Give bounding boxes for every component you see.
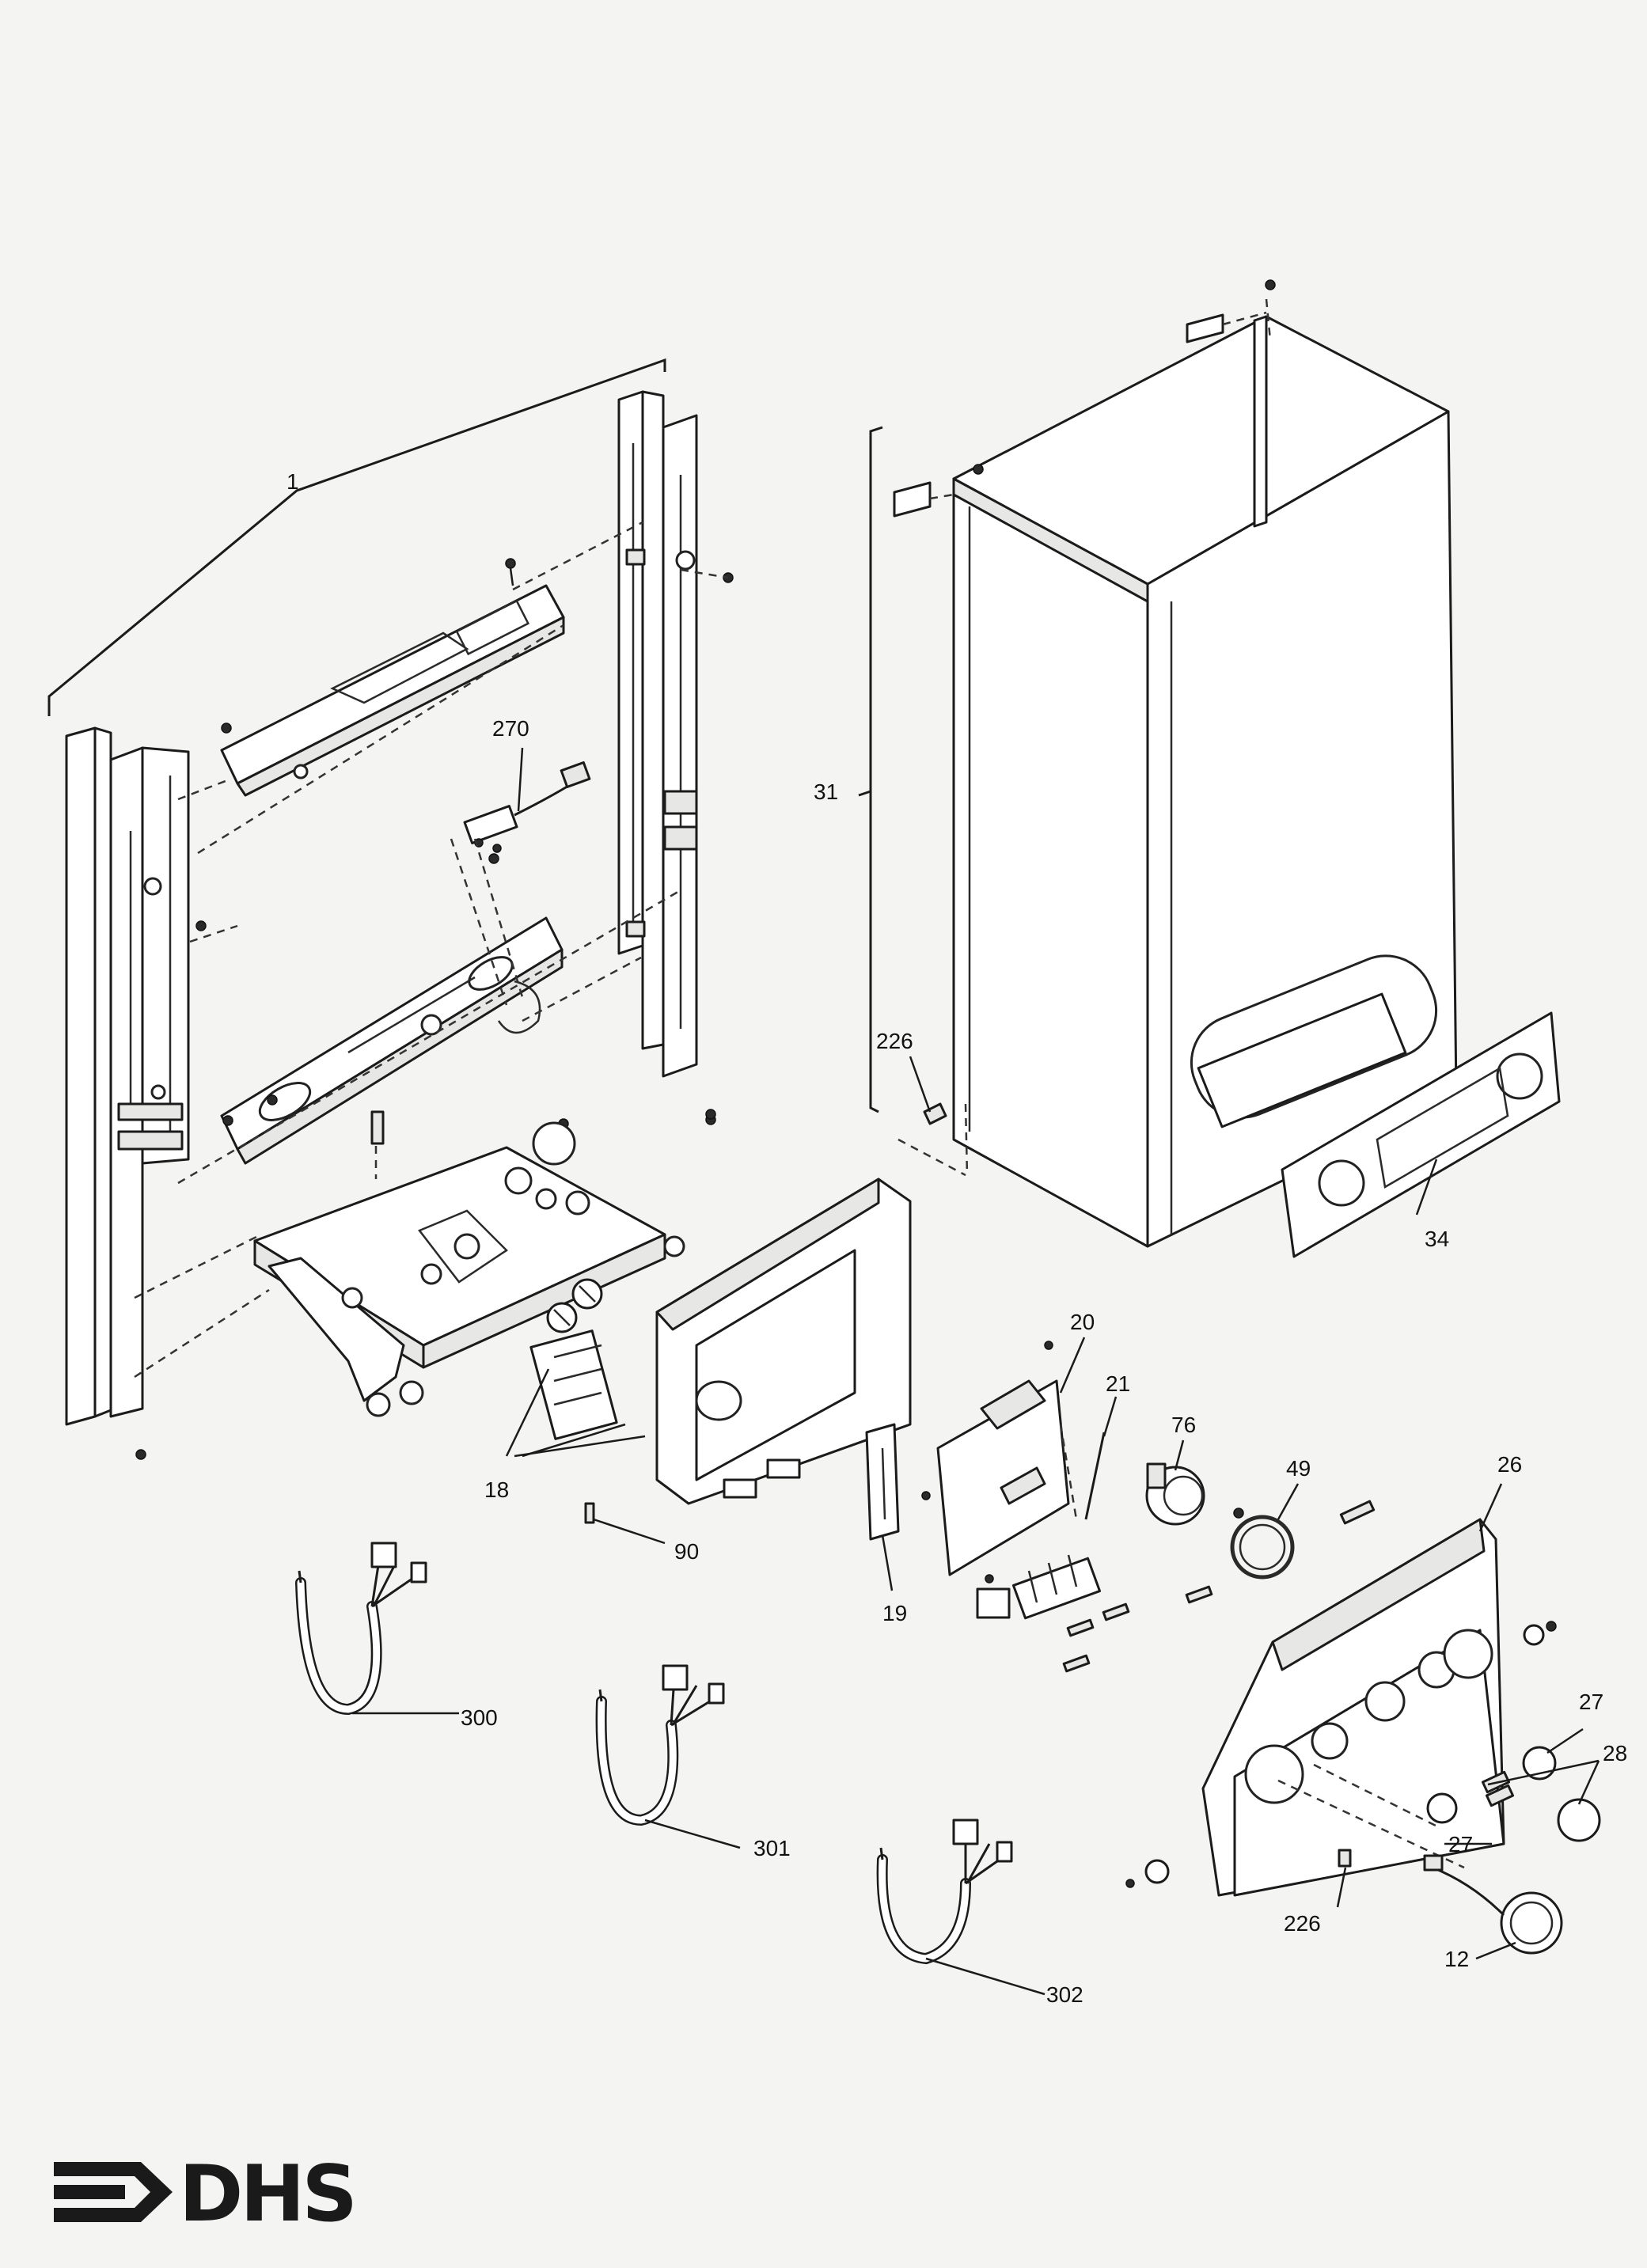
callout-18: 18 — [484, 1477, 509, 1502]
callout-270: 270 — [492, 716, 529, 741]
cable-302 — [876, 1819, 1013, 1965]
part-270-switch — [450, 761, 591, 1006]
chassis-tray — [253, 1110, 685, 1417]
part-26-fascia — [1125, 1500, 1557, 1897]
frame-assembly — [65, 390, 734, 1460]
terminal-blocks — [976, 1554, 1213, 1673]
callout-27-top: 27 — [1579, 1690, 1603, 1714]
control-housing — [529, 1178, 912, 1505]
callout-76: 76 — [1171, 1413, 1196, 1437]
callout-28: 28 — [1603, 1741, 1627, 1765]
logo-text: DHS — [179, 2149, 355, 2240]
part-34-panel — [1281, 1011, 1561, 1258]
part-49-clamp — [1230, 1508, 1295, 1580]
callout-12: 12 — [1444, 1947, 1469, 1971]
callout-1: 1 — [287, 469, 299, 494]
callout-19: 19 — [882, 1601, 907, 1625]
part-20-pcb — [921, 1341, 1078, 1583]
dhs-arrow-logo-icon — [54, 2162, 173, 2222]
callout-20: 20 — [1070, 1310, 1095, 1334]
callout-226: 226 — [876, 1029, 913, 1053]
casing-assembly — [858, 279, 1458, 1248]
part-90-clip — [584, 1502, 595, 1524]
cable-301 — [595, 1664, 725, 1826]
callout-49: 49 — [1286, 1456, 1311, 1481]
leader-lines — [47, 358, 1600, 1996]
callout-302: 302 — [1046, 1982, 1083, 2007]
control-knobs — [1426, 1746, 1601, 1842]
cable-300 — [295, 1542, 427, 1716]
callout-300: 300 — [461, 1705, 498, 1730]
part-12-gauge — [1423, 1854, 1563, 1955]
callout-27-bottom: 27 — [1448, 1832, 1473, 1856]
callout-31: 31 — [814, 779, 838, 804]
part-21-rod — [1084, 1432, 1106, 1520]
callout-226-lower: 226 — [1284, 1911, 1321, 1936]
callout-34: 34 — [1425, 1227, 1449, 1251]
callout-301: 301 — [753, 1836, 791, 1860]
dhs-logo: DHS — [54, 2149, 358, 2240]
callout-labels: 1 270 31 226 34 20 21 76 49 26 18 90 19 … — [287, 469, 1627, 2007]
callout-21: 21 — [1106, 1371, 1130, 1396]
part-19-board — [865, 1423, 900, 1541]
callout-90: 90 — [674, 1539, 699, 1564]
part-76-knob — [1145, 1462, 1205, 1526]
callout-26: 26 — [1497, 1452, 1522, 1477]
